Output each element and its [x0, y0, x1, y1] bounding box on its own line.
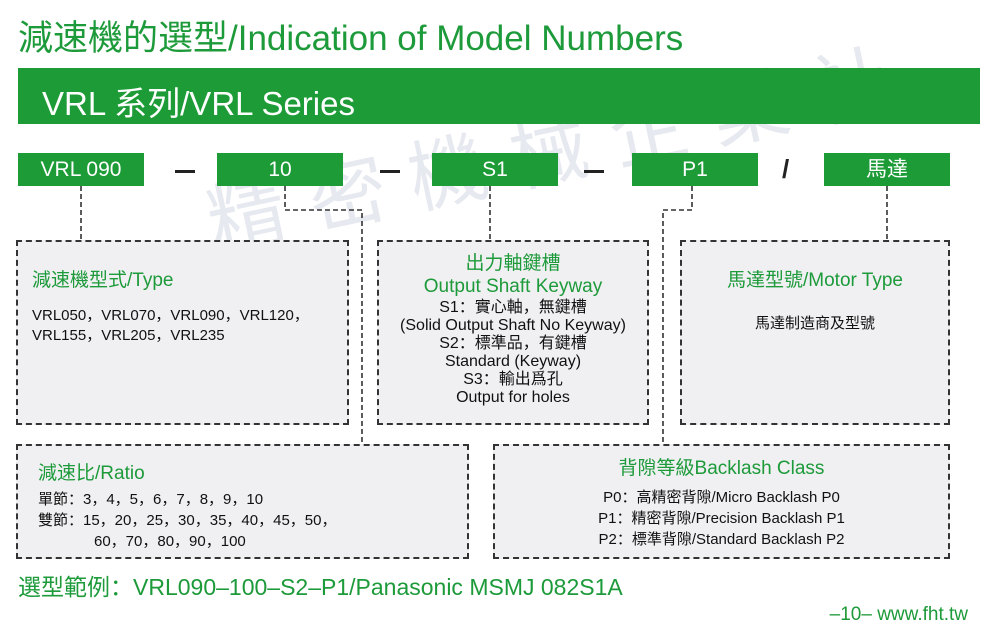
- ratio-line-3: 60，70，80，90，100: [94, 533, 246, 550]
- code-shaft: S1: [432, 153, 558, 186]
- series-banner-label: VRL 系列/VRL Series: [42, 85, 355, 122]
- shaft-heading-cn: 出力軸鍵槽: [465, 253, 561, 274]
- selection-example: 選型範例：VRL090–100–S2–P1/Panasonic MSMJ 082…: [18, 574, 623, 600]
- motor-text: 馬達制造商及型號: [754, 315, 875, 332]
- motor-heading: 馬達型號/Motor Type: [727, 270, 903, 291]
- type-box: 減速機型式/Type VRL050，VRL070，VRL090，VRL120， …: [16, 240, 349, 425]
- type-heading: 減速機型式/Type: [32, 270, 174, 291]
- backlash-heading: 背隙等級Backlash Class: [618, 458, 825, 479]
- motor-type-box: 馬達型號/Motor Type 馬達制造商及型號: [680, 240, 950, 425]
- dash-separator: [175, 170, 195, 173]
- shaft-line: S1：實心軸，無鍵槽: [439, 299, 587, 316]
- backlash-line: P2：標準背隙/Standard Backlash P2: [598, 531, 845, 548]
- page-footer: –10– www.fht.tw: [829, 604, 968, 625]
- type-line-2: VRL155，VRL205，VRL235: [32, 327, 225, 344]
- dash-separator: [584, 170, 604, 173]
- ratio-heading: 減速比/Ratio: [38, 463, 145, 484]
- code-model: VRL 090: [18, 153, 144, 186]
- type-line-1: VRL050，VRL070，VRL090，VRL120，: [32, 307, 309, 324]
- code-motor: 馬達: [824, 153, 950, 186]
- page-title: 減速機的選型/Indication of Model Numbers: [18, 19, 684, 58]
- shaft-line: Output for holes: [456, 389, 570, 406]
- ratio-line-2: 雙節：15，20，25，30，35，40，45，50，: [38, 512, 337, 529]
- dash-separator: [380, 170, 400, 173]
- code-backlash: P1: [632, 153, 758, 186]
- shaft-heading-en: Output Shaft Keyway: [423, 276, 603, 297]
- shaft-line: Standard (Keyway): [444, 353, 582, 370]
- shaft-keyway-box: 出力軸鍵槽 Output Shaft Keyway S1：實心軸，無鍵槽 (So…: [377, 240, 649, 425]
- backlash-line: P0：高精密背隙/Micro Backlash P0: [603, 489, 840, 506]
- ratio-line-1: 單節：3，4，5，6，7，8，9，10: [38, 491, 264, 508]
- backlash-box: 背隙等級Backlash Class P0：高精密背隙/Micro Backla…: [493, 444, 950, 559]
- connector-ratio: [284, 186, 363, 444]
- ratio-box: 減速比/Ratio 單節：3，4，5，6，7，8，9，10 雙節：15，20，2…: [16, 444, 469, 559]
- code-ratio: 10: [217, 153, 343, 186]
- backlash-line: P1：精密背隙/Precision Backlash P1: [598, 510, 845, 527]
- series-banner: VRL 系列/VRL Series: [18, 68, 980, 124]
- shaft-line: S2：標準品，有鍵槽: [439, 335, 587, 352]
- shaft-line: (Solid Output Shaft No Keyway): [400, 317, 626, 334]
- connector-backlash: [662, 186, 693, 444]
- shaft-line: S3：輸出爲孔: [463, 371, 563, 388]
- slash-separator: /: [782, 154, 790, 184]
